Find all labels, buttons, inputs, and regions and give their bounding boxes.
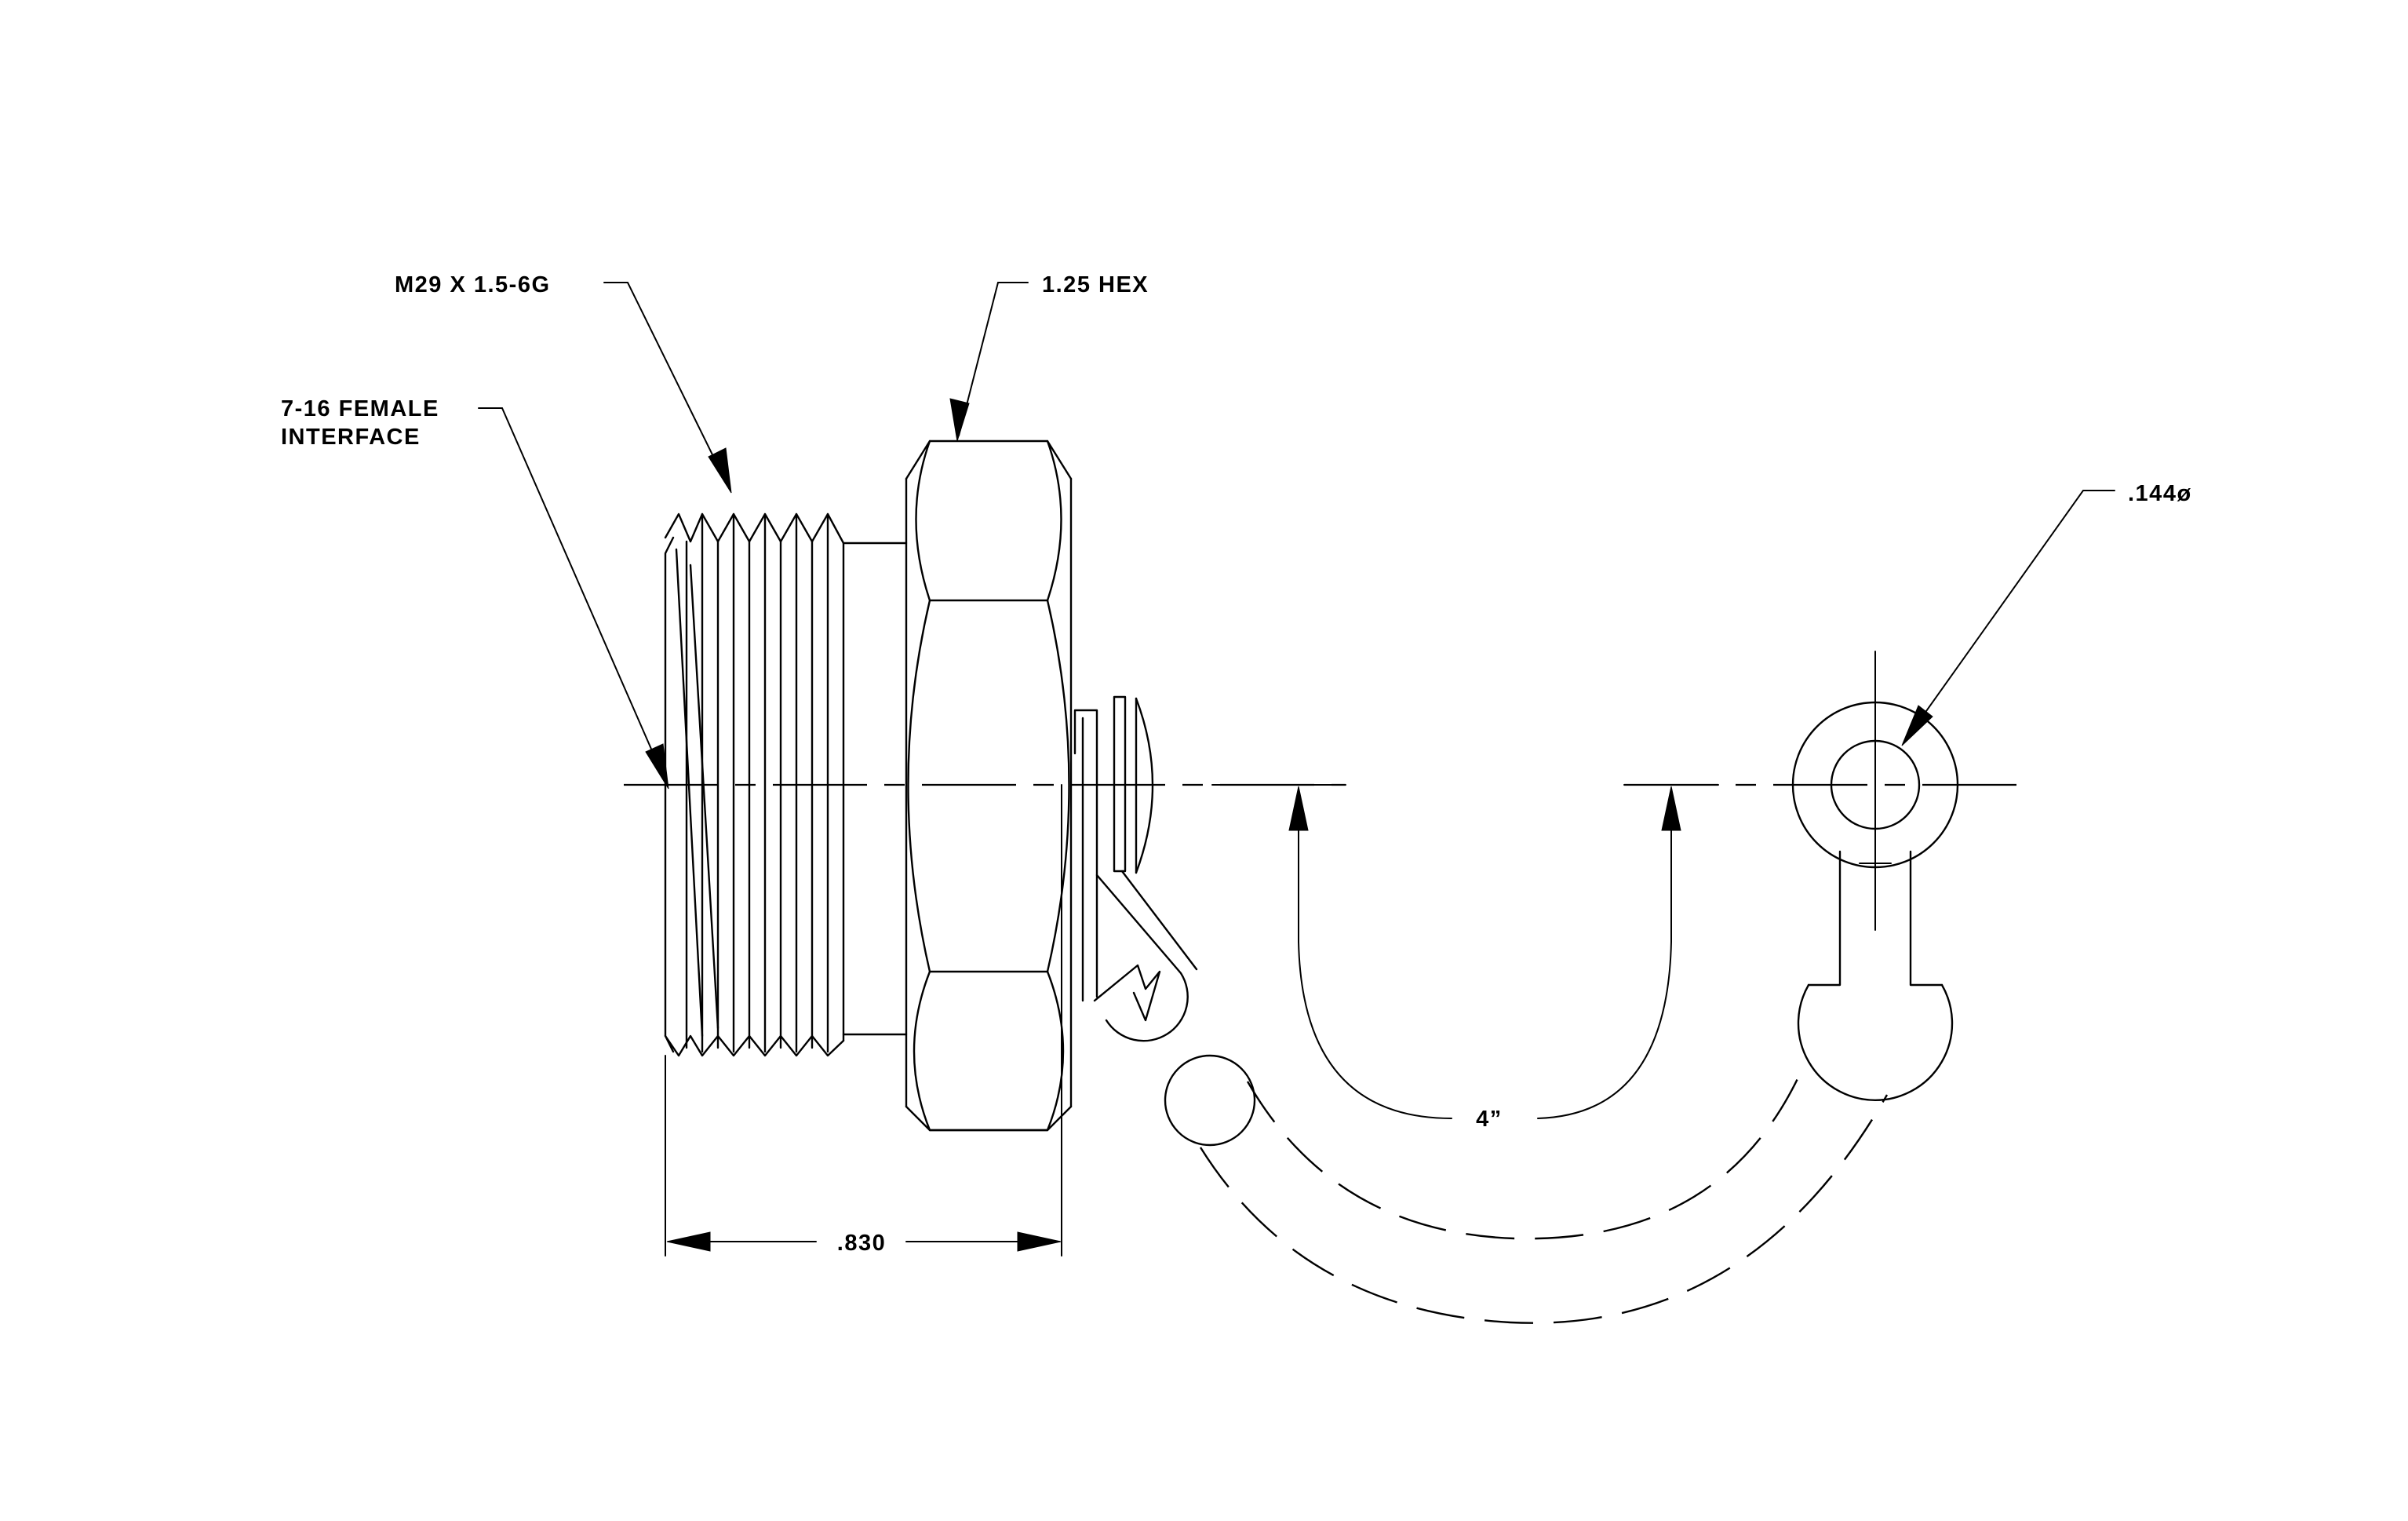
length-label: .830 <box>837 1231 886 1256</box>
interface-label-line2: INTERFACE <box>281 425 421 450</box>
threaded-body <box>664 512 845 1057</box>
hex-nut <box>905 440 1073 1132</box>
hex-label: 1.25 HEX <box>1042 272 1149 297</box>
neck <box>842 542 908 1036</box>
bend-radius-dimension: 4” <box>1211 784 1719 1132</box>
interface-callout: 7-16 FEMALE INTERFACE <box>281 396 669 790</box>
ring-terminal <box>1791 651 1959 1101</box>
thread-label: M29 X 1.5-6G <box>395 272 551 297</box>
hex-callout: 1.25 HEX <box>949 272 1149 442</box>
thread-callout: M29 X 1.5-6G <box>395 272 732 494</box>
length-dimension: .830 <box>665 784 1062 1257</box>
hole-diameter-callout: .144ø <box>1901 481 2192 746</box>
tether-cap <box>1073 695 1198 1042</box>
hole-diameter-label: .144ø <box>2128 481 2192 506</box>
interface-label-line1: 7-16 FEMALE <box>281 396 439 421</box>
thread-lines <box>675 512 829 1053</box>
bend-radius-label: 4” <box>1476 1107 1503 1132</box>
tether-ball <box>1164 1054 1256 1147</box>
tether-chain <box>1199 1063 1889 1324</box>
